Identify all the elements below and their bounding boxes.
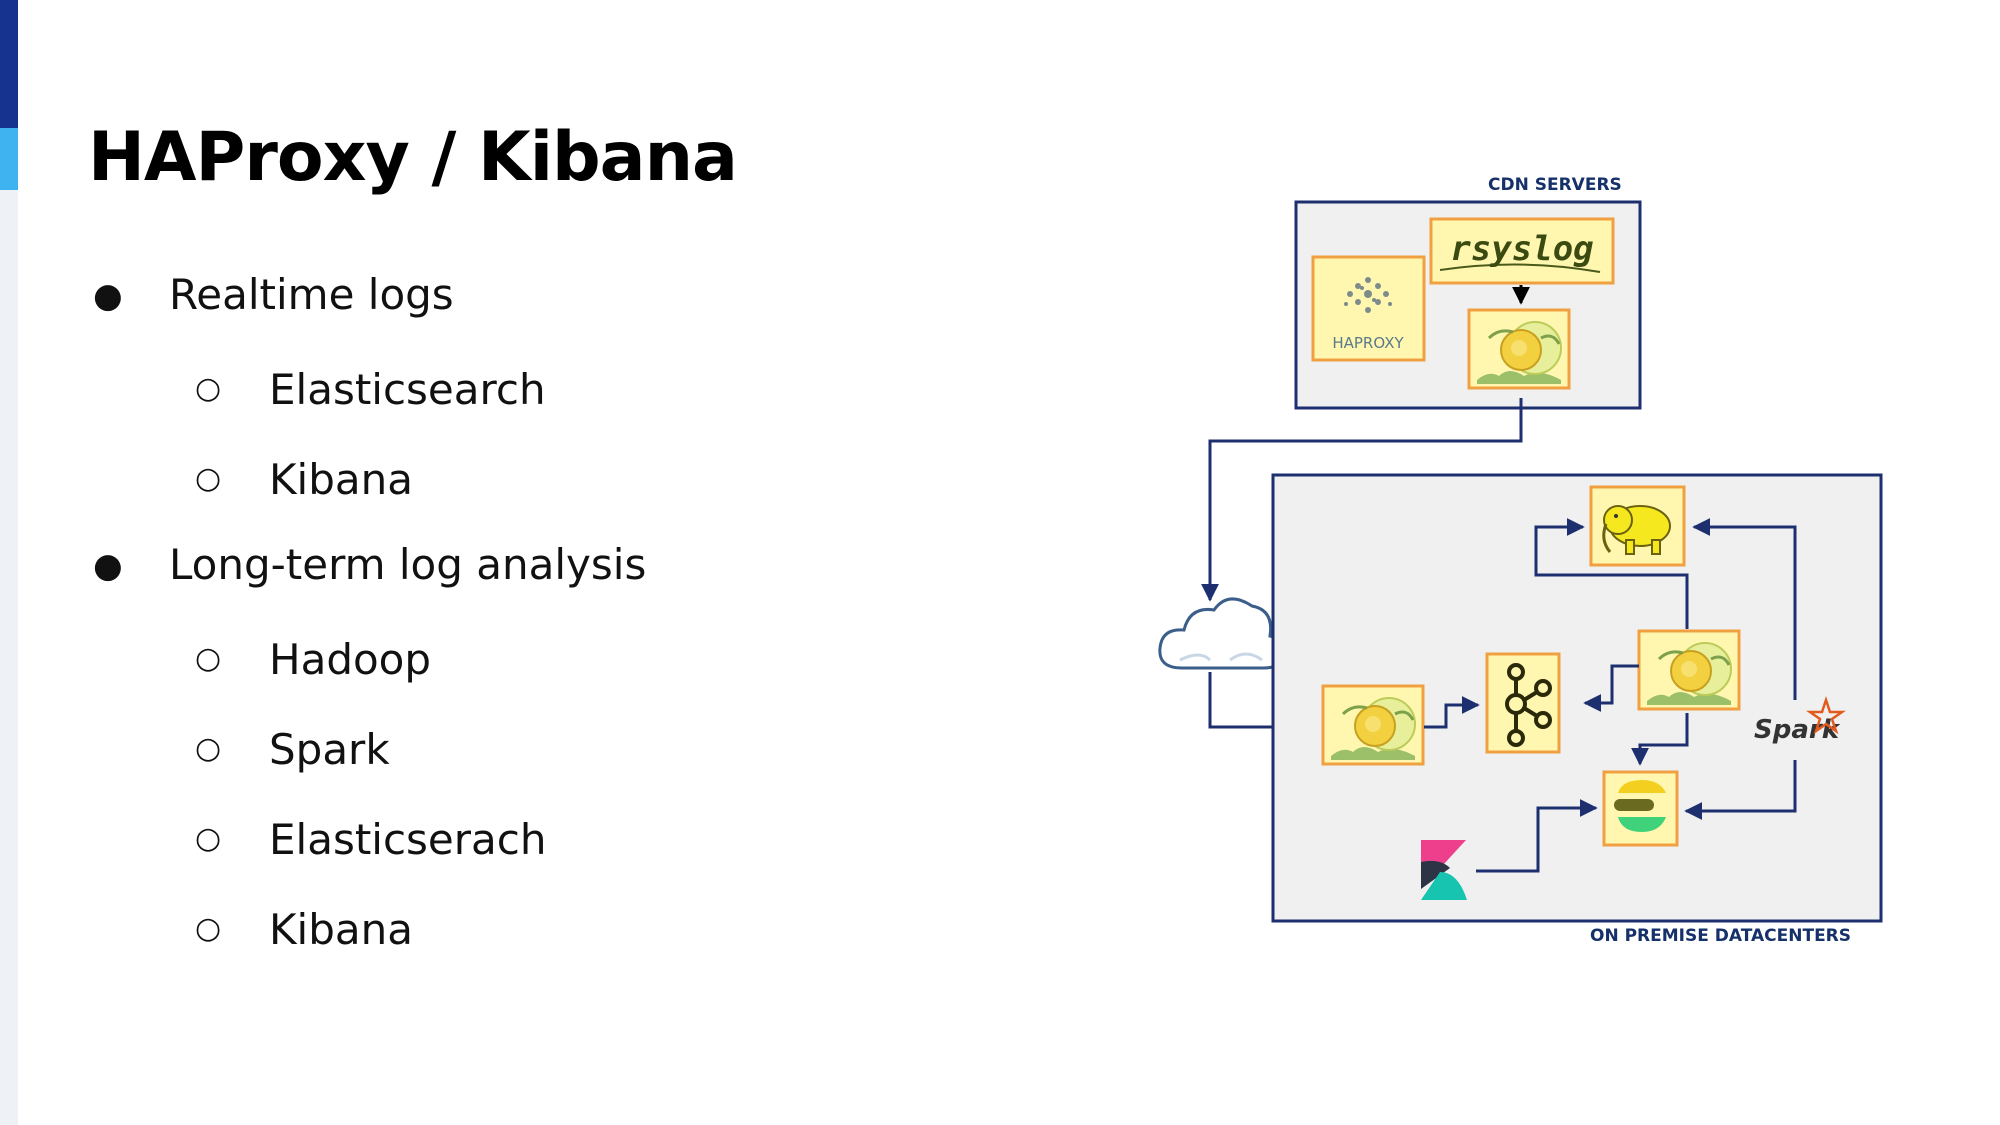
spark-logo-text: Spark (1754, 715, 1841, 745)
bullet-marker: ○ (195, 731, 222, 766)
haproxy-logo-text: HAPROXY (1332, 334, 1404, 352)
bullet-marker: ○ (195, 371, 222, 406)
bullet-text: Hadoop (269, 635, 432, 684)
bullet-marker: ○ (195, 821, 222, 856)
cloud-icon (1158, 597, 1286, 670)
rsyslog-node: rsyslog (1429, 217, 1615, 285)
bullet-text: Kibana (269, 905, 413, 954)
kafka-logo-icon (1505, 663, 1552, 747)
rsyslog-logo-text: rsyslog (1450, 229, 1593, 269)
bullet-marker: ● (93, 546, 123, 586)
bullet-marker: ○ (195, 641, 222, 676)
cdn-servers-label: CDN SERVERS (1488, 175, 1622, 195)
kibana-to-elasticsearch-arrow (1476, 799, 1598, 873)
spark-logo-node: Spark (1754, 696, 1846, 745)
flume-to-kafka-arrow (1424, 696, 1480, 729)
bullet-text: Elasticserach (269, 815, 547, 864)
haproxy-node: HAPROXY (1311, 255, 1426, 362)
flume-node-ingest (1321, 684, 1425, 766)
bullet-text: Spark (269, 725, 390, 774)
kafka-node (1485, 652, 1561, 754)
onprem-label: ON PREMISE DATACENTERS (1590, 926, 1851, 946)
elasticsearch-node (1602, 770, 1679, 847)
bullet-marker: ● (93, 276, 123, 316)
cdn-to-cloud-arrow (1201, 398, 1523, 602)
hadoop-node (1589, 485, 1686, 567)
flume-to-kafka-return-arrow (1583, 664, 1639, 712)
bullet-marker: ○ (195, 911, 222, 946)
slide-title: HAProxy / Kibana (88, 118, 738, 197)
flume-node-cdn (1467, 308, 1571, 390)
haproxy-logo-icon (1344, 277, 1392, 313)
flume-node-processing (1637, 629, 1741, 711)
accent-bar-dark (0, 0, 18, 128)
spark-to-hadoop-arrow (1692, 518, 1797, 700)
kibana-logo-icon (1421, 840, 1467, 900)
bullet-marker: ○ (195, 461, 222, 496)
bullet-text: Long-term log analysis (169, 540, 647, 589)
bullet-text: Kibana (269, 455, 413, 504)
spark-star-icon (1806, 696, 1846, 735)
accent-bar-light (0, 128, 18, 190)
hadoop-elephant-icon (1602, 505, 1671, 555)
spark-to-elasticsearch-arrow (1684, 760, 1797, 820)
bullet-text: Realtime logs (169, 270, 454, 319)
slide-accent-bar (0, 0, 18, 1125)
flume-to-elasticsearch-arrow (1631, 713, 1689, 766)
flume-to-hadoop-arrow (1534, 518, 1689, 629)
bullet-text: Elasticsearch (269, 365, 546, 414)
elasticsearch-logo-icon (1614, 780, 1666, 832)
